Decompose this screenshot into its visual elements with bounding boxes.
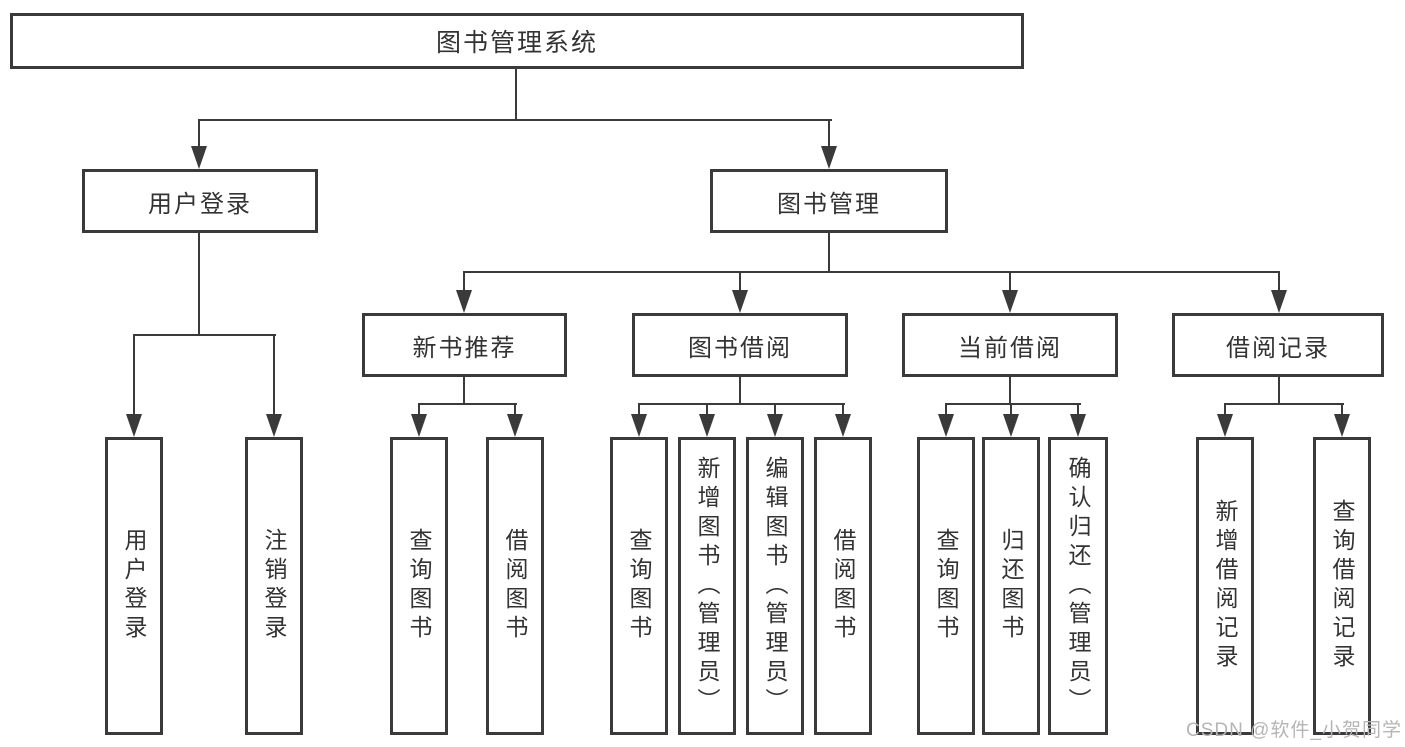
arrowhead-login-leaf bbox=[126, 414, 142, 437]
connector-drop bbox=[945, 405, 947, 416]
connector-drop bbox=[638, 405, 640, 416]
arrowhead-leaf bbox=[938, 414, 954, 437]
connector-drop bbox=[514, 405, 516, 416]
connector-drop-book-mgmt bbox=[828, 121, 830, 148]
connector-drop-book-borrow bbox=[739, 273, 741, 292]
connector-drop bbox=[1010, 405, 1012, 416]
connector-login-stem bbox=[198, 233, 200, 336]
node-book-borrowing: 图书借阅 bbox=[632, 313, 848, 377]
arrowhead-leaf bbox=[699, 414, 715, 437]
leaf-add-borrow-record: 新增借阅记录 bbox=[1196, 437, 1254, 735]
connector-drop-logout-leaf bbox=[273, 336, 275, 416]
arrowhead-leaf bbox=[507, 414, 523, 437]
arrowhead-new-book bbox=[456, 290, 472, 313]
node-current-borrowing: 当前借阅 bbox=[902, 313, 1118, 377]
node-system-root: 图书管理系统 bbox=[10, 13, 1024, 69]
arrowhead-current-borrow bbox=[1002, 290, 1018, 313]
leaf-query-books-borrowing: 查询图书 bbox=[610, 437, 668, 735]
arrowhead-borrow-records bbox=[1271, 290, 1287, 313]
connector-drop bbox=[418, 405, 420, 416]
leaf-borrow-books-borrowing: 借阅图书 bbox=[814, 437, 872, 735]
connector-g4-rail bbox=[1224, 403, 1344, 405]
connector-g4-stem bbox=[1278, 377, 1280, 405]
leaf-confirm-return-admin: 确认归还（管理员） bbox=[1048, 437, 1108, 735]
node-book-management-branch: 图书管理 bbox=[710, 169, 948, 233]
connector-drop bbox=[774, 405, 776, 416]
connector-drop-current-borrow bbox=[1009, 273, 1011, 292]
connector-g2-rail bbox=[638, 403, 845, 405]
leaf-user-login: 用户登录 bbox=[105, 437, 163, 735]
leaf-return-books: 归还图书 bbox=[982, 437, 1040, 735]
connector-drop bbox=[706, 405, 708, 416]
arrowhead-leaf bbox=[1334, 414, 1350, 437]
arrowhead-leaf bbox=[835, 414, 851, 437]
connector-drop-login-leaf bbox=[133, 336, 135, 416]
arrowhead-leaf bbox=[1003, 414, 1019, 437]
arrowhead-user-login bbox=[191, 146, 207, 169]
connector-g2-stem bbox=[739, 377, 741, 405]
arrowhead-book-borrow bbox=[732, 290, 748, 313]
leaf-borrow-books-recommend: 借阅图书 bbox=[486, 437, 544, 735]
connector-drop bbox=[842, 405, 844, 416]
connector-drop bbox=[1341, 405, 1343, 416]
node-borrowing-records: 借阅记录 bbox=[1172, 313, 1384, 377]
connector-mgmt-rail bbox=[463, 271, 1280, 273]
connector-drop bbox=[1077, 405, 1079, 416]
connector-root-stem bbox=[515, 69, 517, 120]
arrowhead-leaf bbox=[411, 414, 427, 437]
connector-l1-rail bbox=[198, 119, 832, 121]
connector-drop-borrow-records bbox=[1278, 273, 1280, 292]
connector-drop-new-book bbox=[463, 273, 465, 292]
connector-g3-stem bbox=[1009, 377, 1011, 405]
leaf-logout: 注销登录 bbox=[245, 437, 303, 735]
connector-login-rail bbox=[133, 334, 276, 336]
arrowhead-logout-leaf bbox=[266, 414, 282, 437]
connector-g3-rail bbox=[945, 403, 1081, 405]
connector-g1-stem bbox=[463, 377, 465, 405]
connector-mgmt-stem bbox=[828, 233, 830, 273]
arrowhead-leaf bbox=[1070, 414, 1086, 437]
leaf-query-borrow-record: 查询借阅记录 bbox=[1313, 437, 1371, 735]
connector-drop bbox=[1224, 405, 1226, 416]
node-user-login-branch: 用户登录 bbox=[82, 169, 318, 233]
csdn-watermark: CSDN @软件_小贺同学 bbox=[1186, 720, 1402, 741]
arrowhead-leaf bbox=[631, 414, 647, 437]
leaf-add-book-admin: 新增图书（管理员） bbox=[678, 437, 736, 735]
leaf-query-books-recommend: 查询图书 bbox=[390, 437, 448, 735]
connector-g1-rail bbox=[418, 403, 517, 405]
arrowhead-leaf bbox=[767, 414, 783, 437]
connector-drop-user-login bbox=[198, 121, 200, 148]
arrowhead-leaf bbox=[1217, 414, 1233, 437]
arrowhead-book-mgmt bbox=[821, 146, 837, 169]
leaf-query-books-current: 查询图书 bbox=[917, 437, 975, 735]
leaf-edit-book-admin: 编辑图书（管理员） bbox=[746, 437, 804, 735]
node-new-book-recommendation: 新书推荐 bbox=[362, 313, 567, 377]
